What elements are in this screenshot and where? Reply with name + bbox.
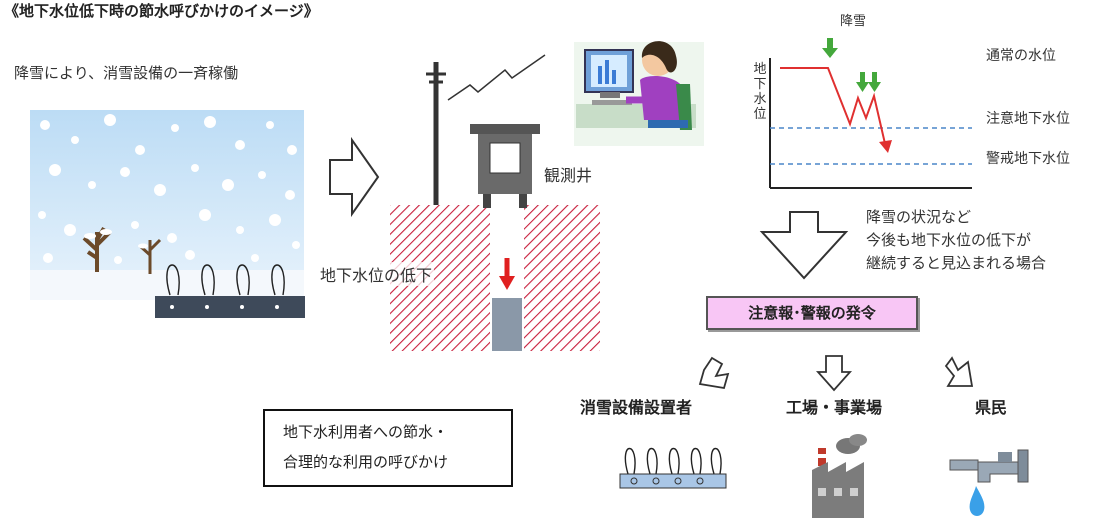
snow-caption: 降雪により、消雪設備の一斉稼働 [14,64,239,82]
target-snow-equipment-owners: 消雪設備設置者 [580,398,693,417]
snowfall-arrows [822,38,881,92]
sprinkler-spray [166,264,285,296]
caution-level-label: 注意地下水位 [986,111,1070,127]
normal-level-label: 通常の水位 [986,48,1056,64]
arrow-to-snow-equipment [698,356,730,390]
flow-arrow-right [329,136,380,218]
factory-icon [812,434,867,518]
graph-title-snowfall: 降雪 [840,14,867,29]
snowflakes [38,114,300,264]
faucet-icon [949,449,1029,516]
snow-scene [30,110,305,318]
water-saving-call-box: 地下水利用者への節水・ 合理的な利用の呼びかけ [263,409,513,487]
target-residents: 県民 [975,398,1008,417]
water-level-graph [769,38,972,189]
condition-text: 降雪の状況など 今後も地下水位の低下が 継続すると見込まれる場合 [866,208,1047,272]
arrow-to-factory [815,355,853,392]
alert-issuance-box: 注意報･警報の発令 [706,296,918,330]
warning-level-label: 警戒地下水位 [986,151,1070,167]
target-factories: 工場・事業場 [786,398,883,417]
arrow-to-residents [944,356,974,387]
monitoring-well [390,54,600,351]
observation-well-label: 観測井 [544,166,593,185]
water-level-line [780,67,887,149]
groundwater-drop-label: 地下水位の低下 [318,262,435,286]
flow-arrow-down [759,211,849,280]
sprinkler-pipe [155,296,305,318]
graph-y-axis-label: 地 下 水 位 [753,62,767,122]
page-title: 《地下水位低下時の節水呼びかけのイメージ》 [4,2,319,20]
operator-at-computer-icon [574,41,704,146]
snow-equipment-icon [619,447,727,489]
